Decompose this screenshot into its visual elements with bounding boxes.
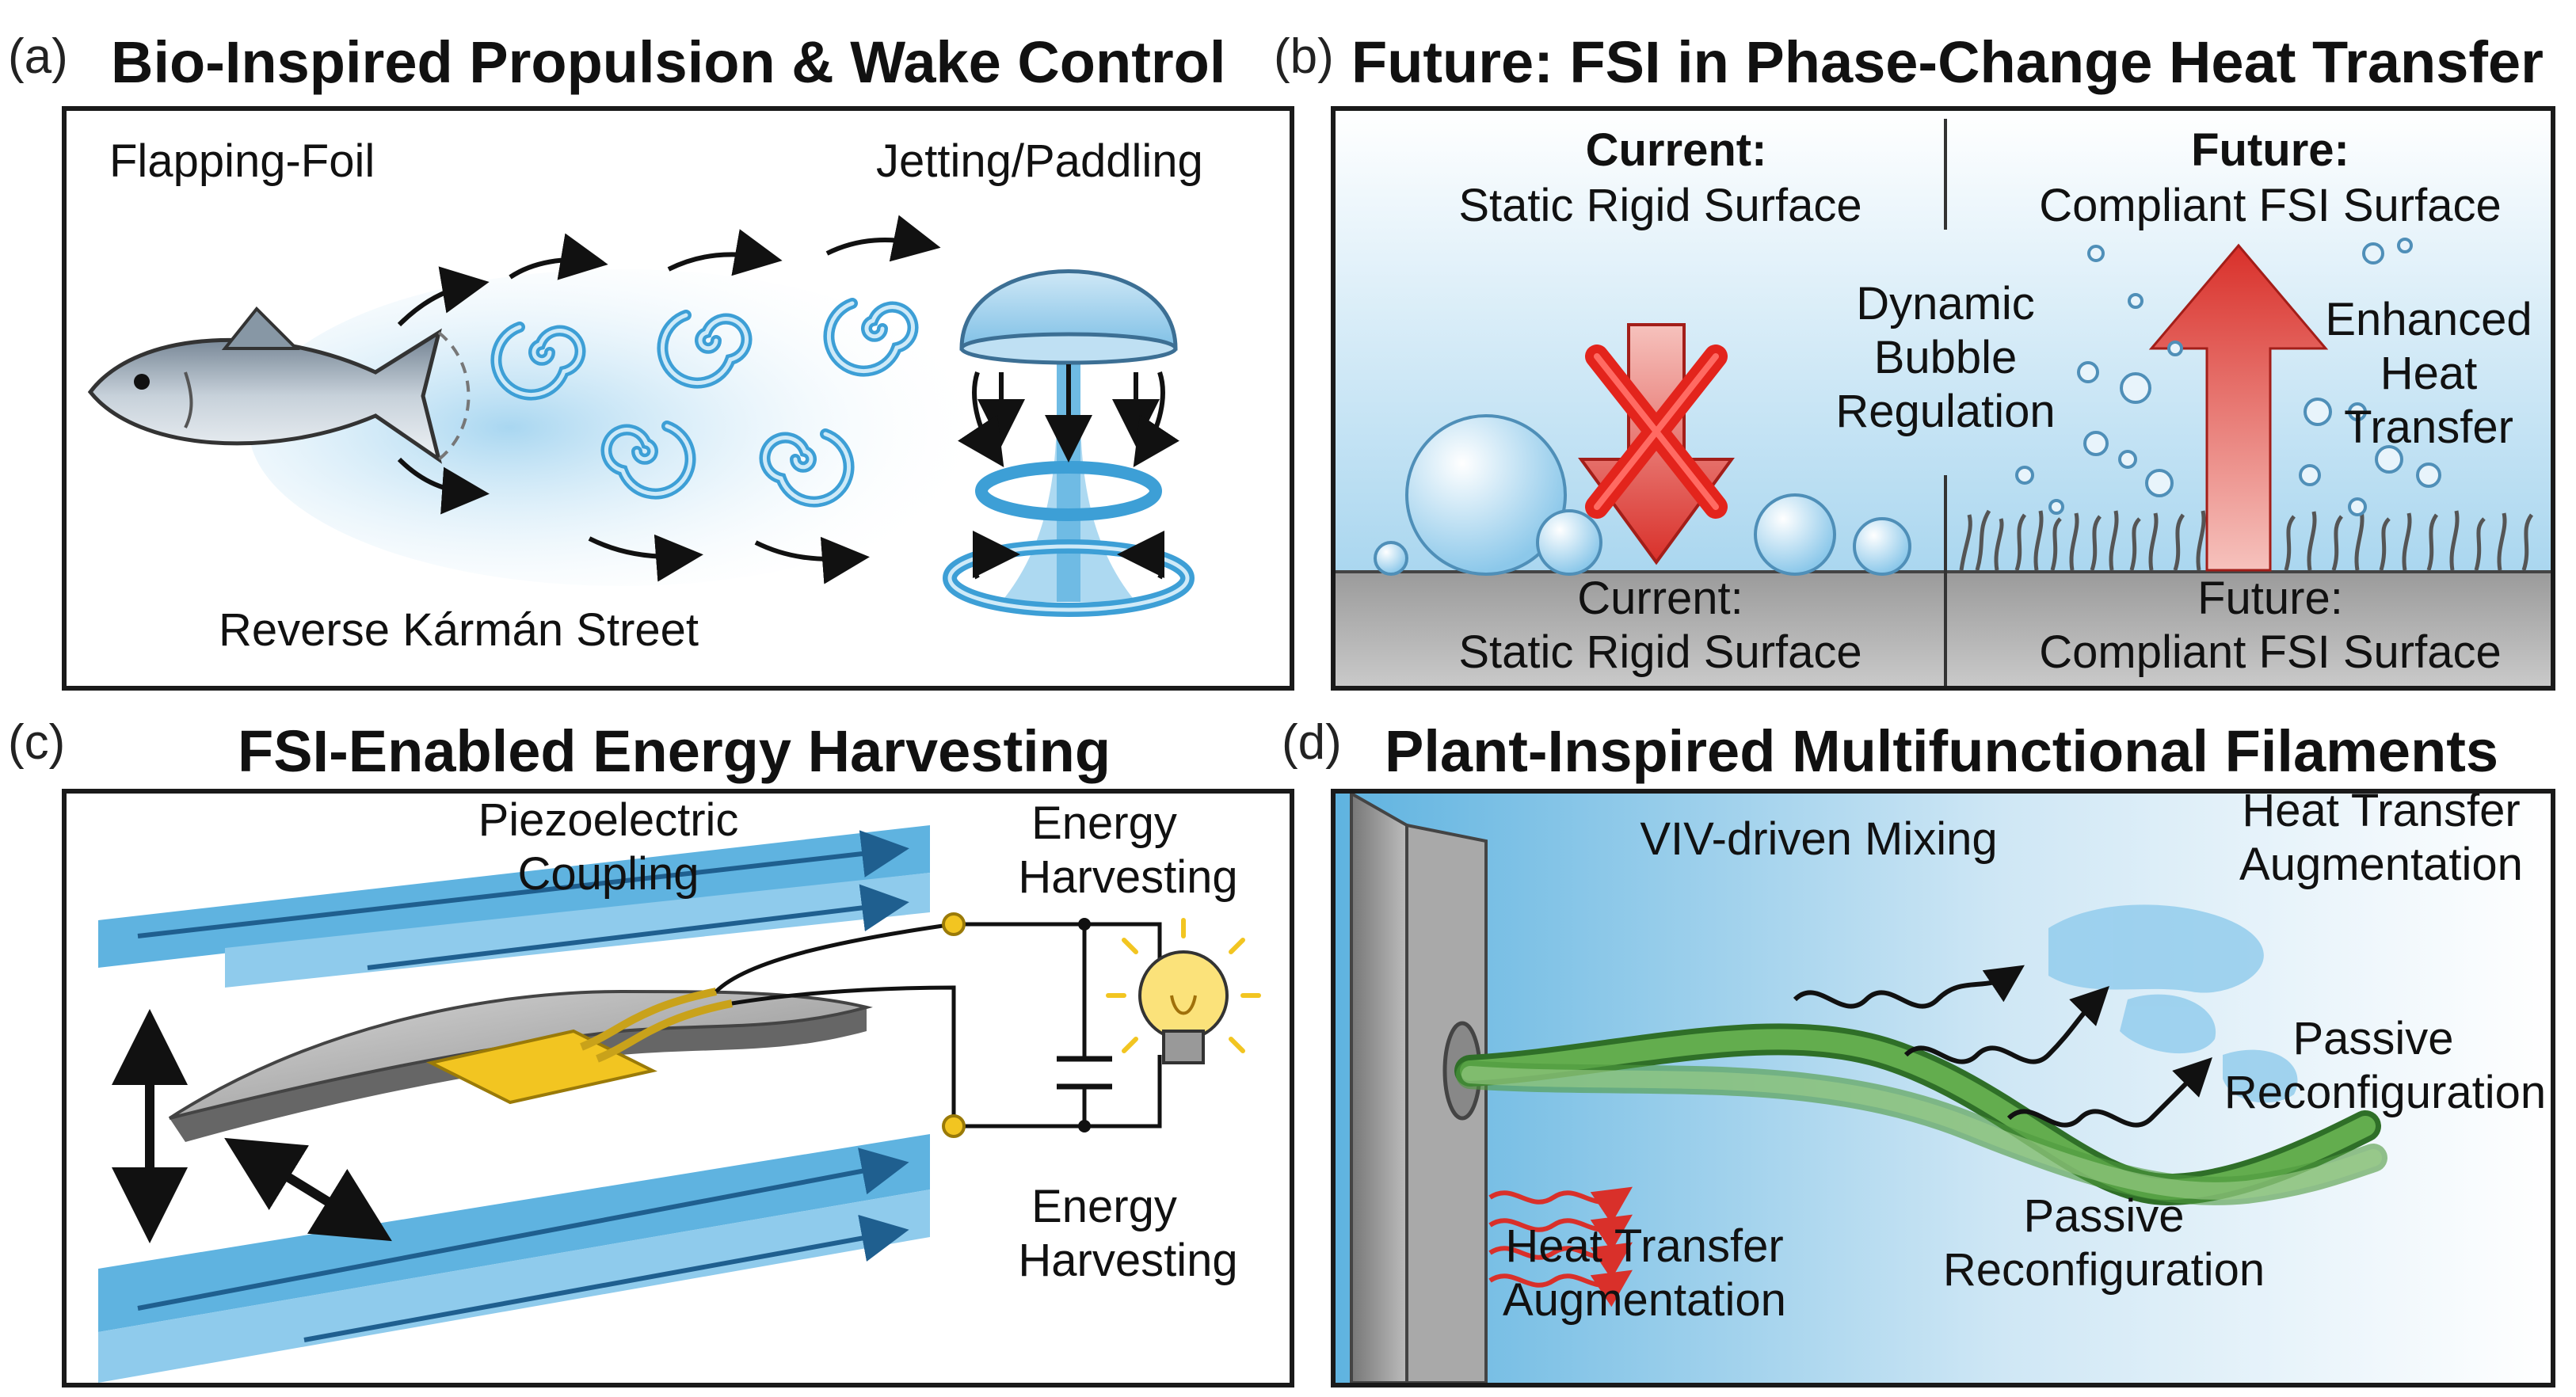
- panel-a-title: Bio-Inspired Propulsion & Wake Control: [111, 29, 1226, 95]
- label-piezoelectric: Piezoelectric: [478, 794, 739, 846]
- wall: [1350, 794, 1408, 1383]
- filaments: [1454, 1023, 2387, 1206]
- panel-a-tag: (a): [8, 29, 68, 84]
- static-bubbles: [1374, 414, 1911, 576]
- label-bottom-current-head: Current:: [1577, 573, 1743, 624]
- panel-c: Piezoelectric Coupling Energy Harvesting…: [62, 789, 1294, 1387]
- label-coupling: Coupling: [517, 848, 699, 900]
- piezo-plate: [168, 988, 873, 1142]
- light-bulb-icon: [1106, 918, 1261, 1064]
- panel-d: VIV-driven Mixing Heat Transfer Augmenta…: [1331, 789, 2555, 1387]
- label-flapping-foil: Flapping-Foil: [109, 135, 375, 187]
- label-current-sub: Static Rigid Surface: [1458, 180, 1862, 231]
- label-hta-top-2: Augmentation: [2239, 839, 2523, 890]
- small-bubbles: [2015, 238, 2441, 516]
- pitch-arrow: [224, 1137, 392, 1242]
- label-dynamic: Dynamic: [1856, 278, 2035, 329]
- jellyfish-icon: [943, 269, 1195, 617]
- label-bottom-future-sub: Compliant FSI Surface: [2039, 626, 2502, 678]
- panel-a-drawing: [87, 215, 1195, 617]
- label-current-head: Current:: [1585, 124, 1767, 176]
- label-jetting-paddling: Jetting/Paddling: [876, 135, 1203, 187]
- panel-c-title: FSI-Enabled Energy Harvesting: [238, 718, 1111, 784]
- label-bubble: Bubble: [1873, 332, 2018, 383]
- piezo-patch: [426, 1029, 657, 1105]
- label-passive-bottom-2: Reconfiguration: [1942, 1244, 2265, 1296]
- mixing-blobs: [2048, 904, 2298, 1103]
- panel-b-drawing: [1336, 111, 2551, 686]
- panel-c-tag: (c): [8, 715, 66, 770]
- label-passive-right-1: Passive: [2292, 1013, 2454, 1064]
- label-energy-top: Energy: [1031, 797, 1177, 849]
- blocked-heat-arrow: [1578, 323, 1735, 565]
- label-viv-mixing: VIV-driven Mixing: [1640, 813, 1998, 865]
- label-transfer: Transfer: [2344, 402, 2513, 453]
- label-energy-bottom: Energy: [1031, 1181, 1177, 1232]
- mixing-arrows: [1793, 965, 2212, 1128]
- label-hta-bottom-2: Augmentation: [1503, 1274, 1786, 1326]
- fish-icon: [87, 306, 471, 464]
- label-harvesting-bottom: Harvesting: [1018, 1235, 1238, 1286]
- compliant-filaments: [1959, 509, 2534, 571]
- panel-b-title: Future: FSI in Phase-Change Heat Transfe…: [1351, 29, 2544, 95]
- label-bottom-future-head: Future:: [2197, 573, 2343, 624]
- panel-d-drawing: [1336, 794, 2551, 1383]
- label-enhanced: Enhanced: [2325, 294, 2532, 345]
- wake-arrows: [509, 215, 941, 584]
- enhanced-heat-arrow: [2148, 243, 2329, 572]
- panel-c-drawing: [98, 825, 1261, 1383]
- label-passive-right-2: Reconfiguration: [2224, 1067, 2547, 1118]
- panel-a: Flapping-Foil Jetting/Paddling Reverse K…: [62, 106, 1294, 691]
- label-future-head: Future:: [2191, 124, 2349, 176]
- label-hta-top-1: Heat Transfer: [2242, 789, 2521, 836]
- label-future-sub: Compliant FSI Surface: [2039, 180, 2502, 231]
- flow-channels: [98, 825, 930, 1383]
- label-hta-bottom-1: Heat Transfer: [1505, 1220, 1784, 1272]
- heated-surface: [1336, 570, 2551, 686]
- label-heat: Heat: [2380, 348, 2478, 399]
- heat-arrows: [1488, 1186, 1633, 1308]
- label-bottom-current-sub: Static Rigid Surface: [1458, 626, 1862, 678]
- label-harvesting-top: Harvesting: [1018, 851, 1238, 903]
- panel-b: Current: Static Rigid Surface Future: Co…: [1331, 106, 2555, 691]
- label-regulation: Regulation: [1835, 386, 2056, 437]
- label-reverse-karman-street: Reverse Kármán Street: [219, 604, 699, 656]
- panel-b-tag: (b): [1274, 29, 1334, 84]
- panel-d-tag: (d): [1282, 715, 1342, 770]
- panel-d-title: Plant-Inspired Multifunctional Filaments: [1385, 718, 2499, 784]
- label-passive-bottom-1: Passive: [2023, 1190, 2185, 1242]
